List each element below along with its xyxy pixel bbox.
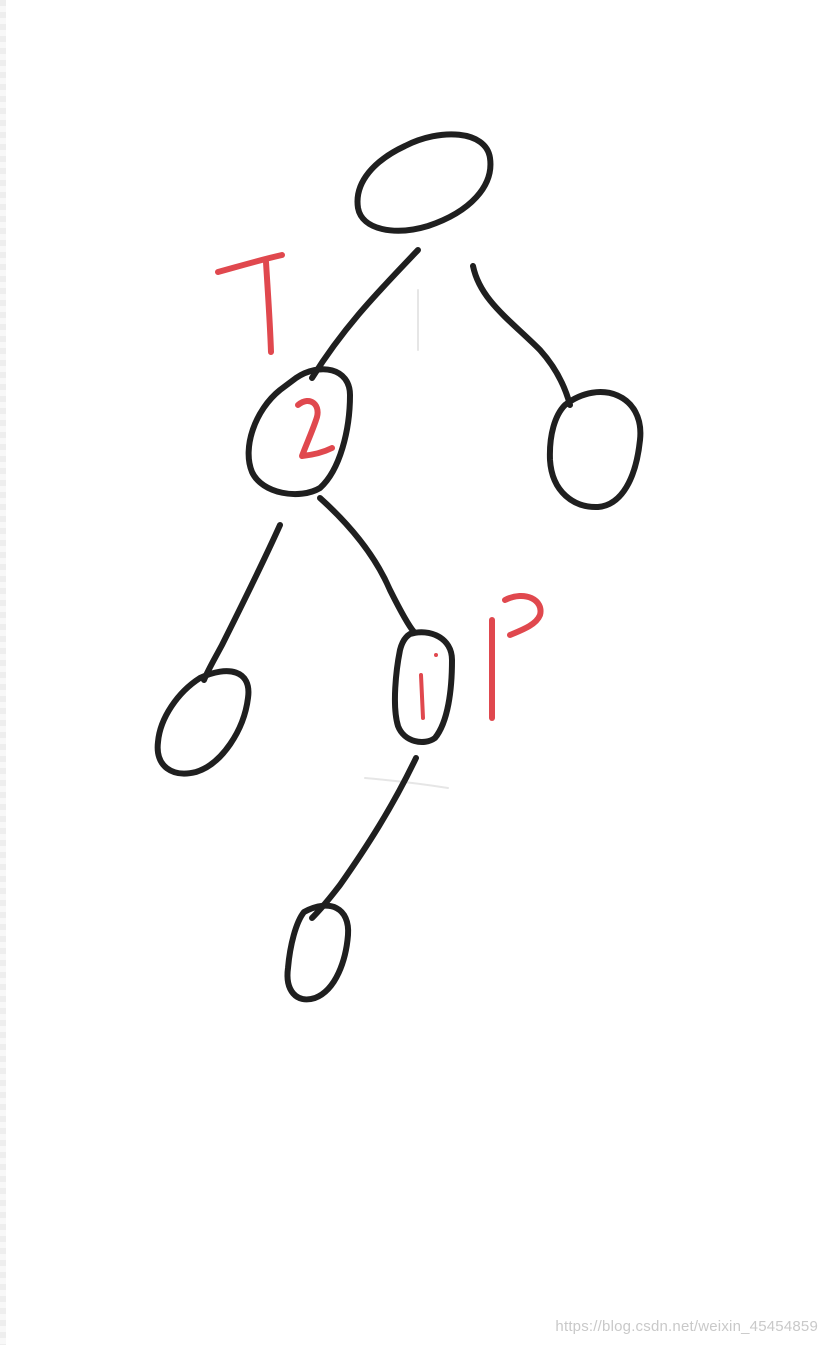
- node-root: [354, 131, 494, 234]
- watermark-text: https://blog.csdn.net/weixin_45454859: [555, 1318, 818, 1335]
- node-left-left-grandchild: [154, 668, 252, 777]
- left-edge-border: [0, 0, 6, 1345]
- node-right-child: [546, 389, 644, 511]
- annotation-1-glyph: [419, 673, 425, 720]
- edge-left-leftleft: [201, 522, 283, 683]
- faint-artifact-stroke-2: [364, 777, 449, 789]
- annotation-number-1: [419, 653, 438, 720]
- annotation-t-bar: [215, 252, 285, 275]
- annotation-1-dot: [434, 653, 438, 657]
- annotation-t-stem: [263, 259, 274, 355]
- annotation-letter-p: [488, 593, 544, 721]
- edge-root-right: [470, 263, 573, 408]
- edge-root-left: [309, 247, 421, 381]
- annotation-letter-t: [215, 252, 285, 355]
- node-great-grandchild: [284, 902, 352, 1003]
- node-left-right-grandchild: [391, 629, 455, 745]
- node-left-child: [245, 366, 353, 497]
- annotation-2-glyph: [295, 398, 335, 459]
- edge-left-leftright: [317, 495, 417, 635]
- annotation-p-bowl: [502, 593, 544, 638]
- annotation-number-2: [295, 398, 335, 459]
